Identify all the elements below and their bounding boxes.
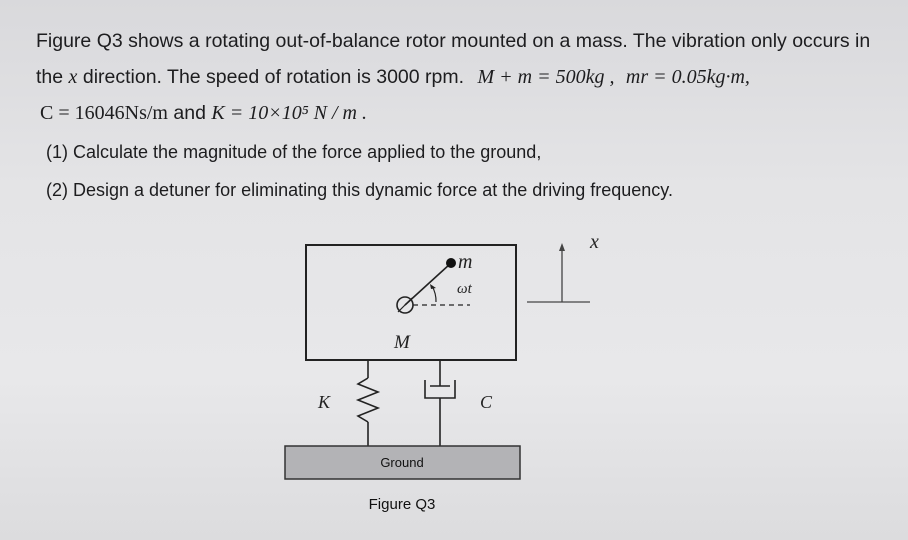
ground-label: Ground: [380, 455, 423, 470]
direction-variable: x: [68, 66, 78, 88]
label-K: K: [317, 392, 331, 412]
label-omega-t: ωt: [457, 281, 473, 297]
label-x: x: [589, 231, 599, 253]
label-M: M: [393, 332, 411, 353]
mass-box: [305, 244, 517, 361]
label-C: C: [480, 392, 493, 412]
unbalance-equation: mr = 0.05kg·m,: [625, 66, 750, 88]
label-m: m: [458, 251, 472, 273]
x-axis-arrow-head: [559, 243, 565, 251]
question-1: (1) Calculate the magnitude of the force…: [46, 142, 542, 162]
angle-arc-arrow: [430, 284, 436, 289]
unbalance-mass: [446, 258, 456, 268]
stiffness-equation: K = 10×10⁵ N / m .: [211, 102, 367, 124]
figure-caption: Figure Q3: [369, 496, 436, 513]
problem-line-1: Figure Q3 shows a rotating out-of-balanc…: [36, 30, 871, 52]
line3-and: and: [173, 102, 206, 124]
line2-text: direction. The speed of rotation is 3000…: [82, 66, 465, 88]
ground-block: [284, 445, 521, 480]
rotor-arm: [404, 263, 451, 306]
spring-coil: [355, 377, 381, 423]
problem-line-2: the x direction. The speed of rotation i…: [36, 66, 750, 89]
damping-equation: C = 16046Ns/m: [40, 102, 168, 124]
problem-line-3: C = 16046Ns/m and K = 10×10⁵ N / m .: [40, 102, 367, 125]
mass-sum-equation: M + m = 500kg ,: [477, 66, 615, 88]
question-2: (2) Design a detuner for eliminating thi…: [46, 180, 673, 200]
line2-prefix: the: [36, 66, 64, 88]
